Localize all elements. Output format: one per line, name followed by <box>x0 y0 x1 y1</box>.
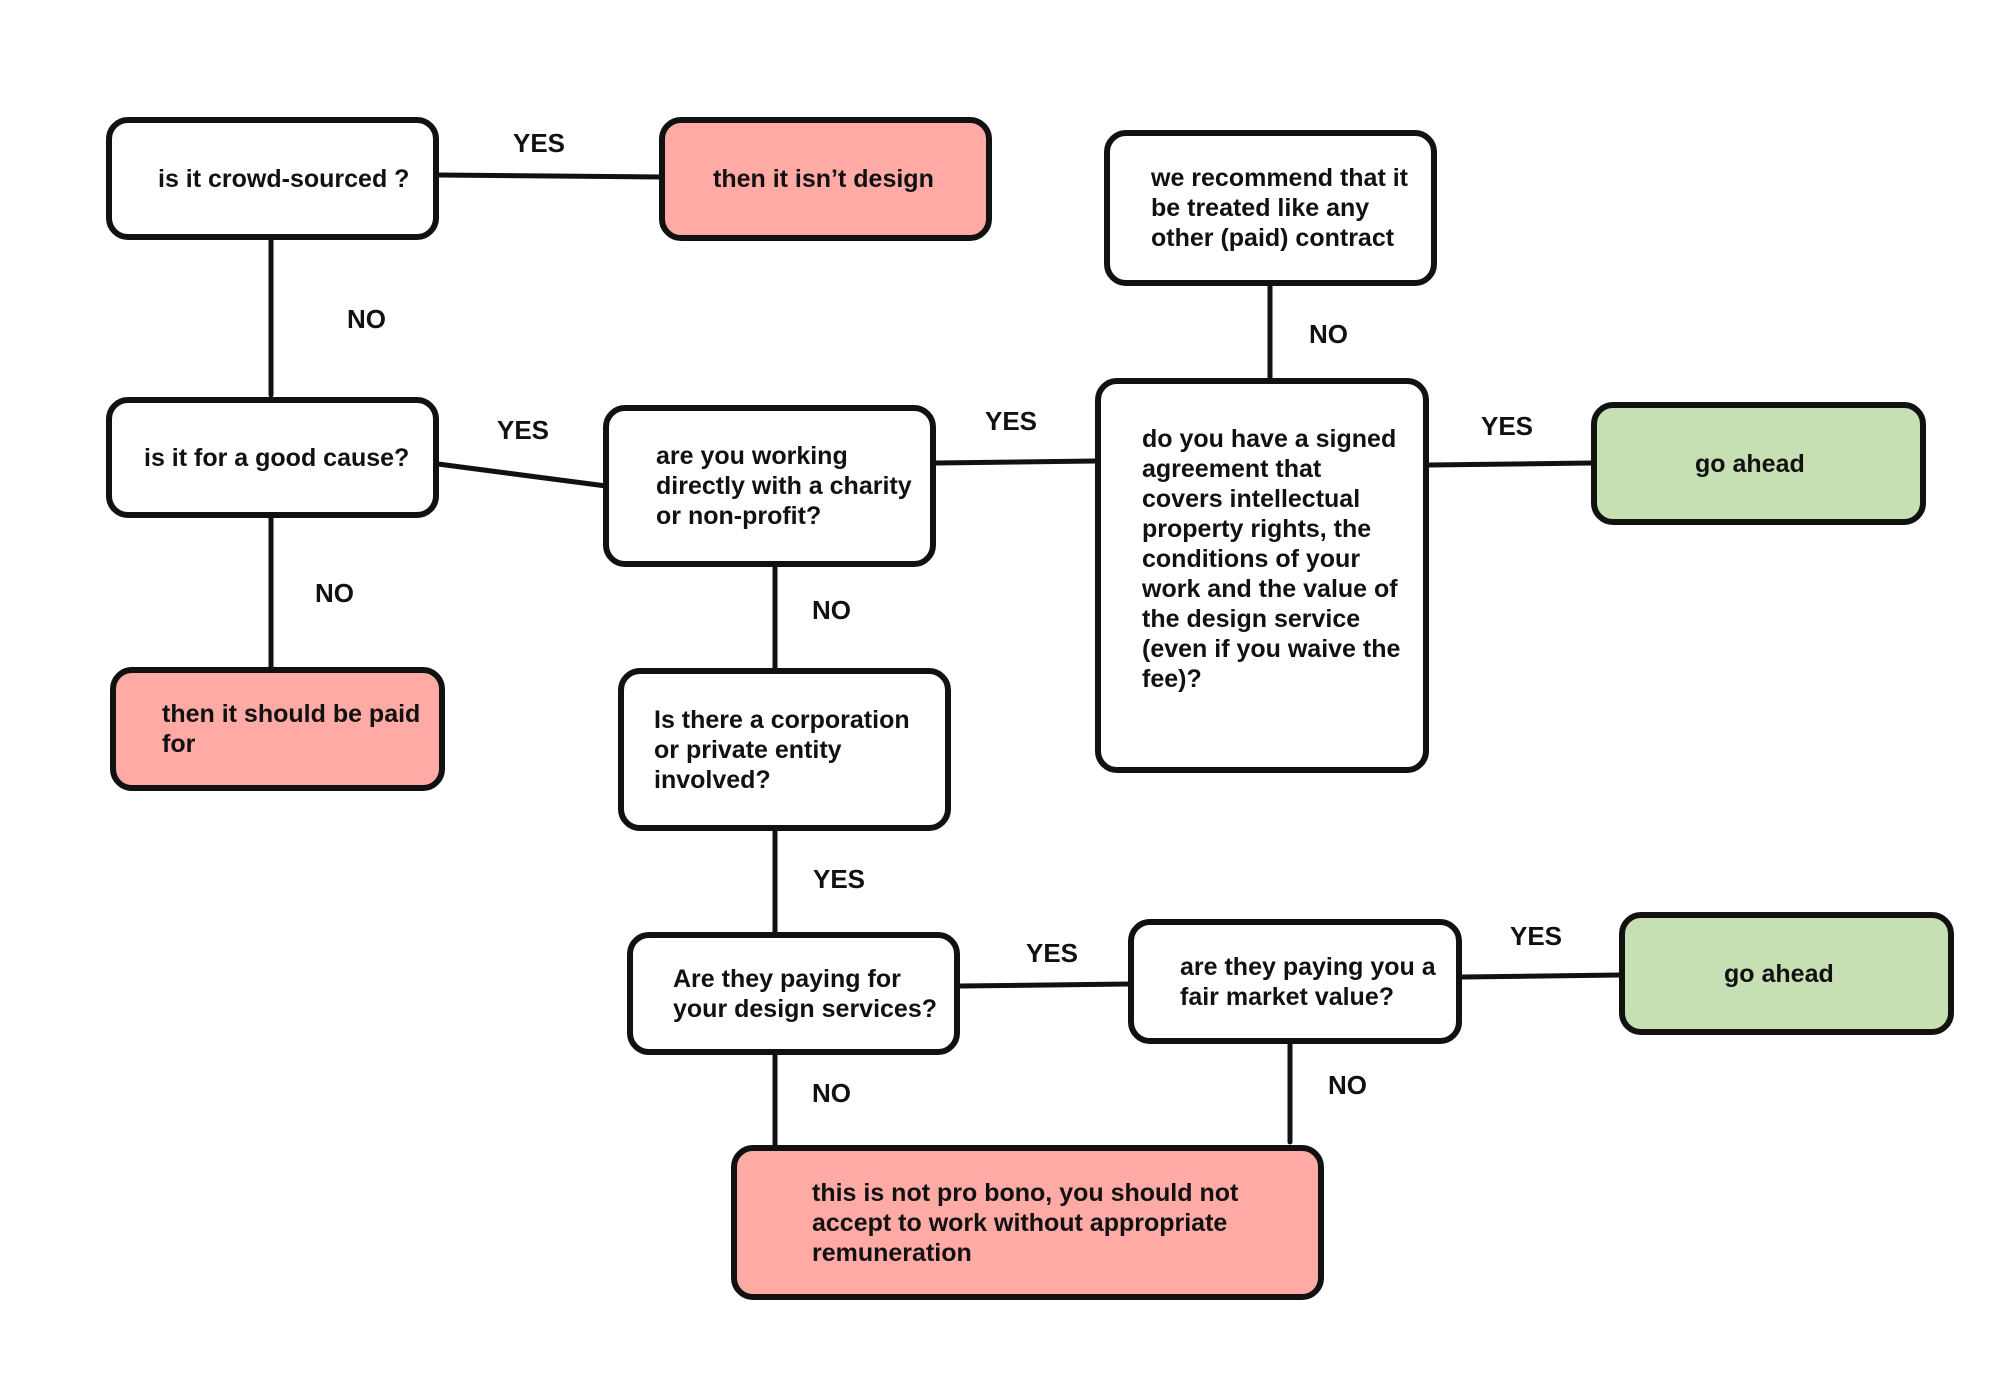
label-paying-no: NO <box>812 1078 851 1108</box>
label-corp-yes: YES <box>813 864 866 894</box>
node-agreement: do you have a signed agreement that cove… <box>1095 378 1429 773</box>
label-cause-yes: YES <box>497 415 550 445</box>
node-recommend-text: we recommend that it be treated like any… <box>1151 164 1408 252</box>
edge-crowd-yes <box>435 172 665 180</box>
node-good-cause-text: is it for a good cause? <box>144 443 410 472</box>
node-corporation: Is there a corporation or private entity… <box>618 668 951 831</box>
label-paying-yes: YES <box>1026 938 1079 968</box>
node-good-cause: is it for a good cause? <box>106 397 439 518</box>
node-fair-value: are they paying you a fair market value? <box>1128 919 1462 1044</box>
label-fair-no: NO <box>1328 1070 1367 1100</box>
node-agreement-text: do you have a signed agreement that cove… <box>1142 425 1401 693</box>
edge-paying-yes <box>957 981 1133 989</box>
node-paid-for-text: then it should be paid for <box>162 700 421 758</box>
edge-charity-yes <box>933 458 1100 466</box>
node-paying: Are they paying for your design services… <box>627 932 960 1055</box>
edge-agreement-yes <box>1426 460 1594 468</box>
label-fair-yes: YES <box>1510 921 1563 951</box>
node-crowd-sourced-text: is it crowd-sourced ? <box>158 164 410 193</box>
node-corporation-text: Is there a corporation or private entity… <box>654 705 910 794</box>
node-go-ahead-top-text: go ahead <box>1695 449 1805 478</box>
edge-fair-yes <box>1459 972 1623 980</box>
node-fair-value-text: are they paying you a fair market value? <box>1180 952 1436 1011</box>
label-crowd-yes: YES <box>513 128 566 158</box>
node-paying-text: Are they paying for your design services… <box>673 964 938 1023</box>
label-agreement-no: NO <box>1309 319 1348 349</box>
node-charity-text: are you working directly with a charity … <box>656 442 912 530</box>
node-not-design-text: then it isn’t design <box>713 165 934 193</box>
label-crowd-no: NO <box>347 304 386 334</box>
node-go-ahead-bottom: go ahead <box>1619 912 1954 1035</box>
node-crowd-sourced: is it crowd-sourced ? <box>106 117 439 240</box>
label-agreement-yes: YES <box>1481 411 1534 441</box>
label-charity-no: NO <box>812 595 851 625</box>
edge-cause-yes <box>435 461 609 489</box>
node-go-ahead-bottom-text: go ahead <box>1724 959 1834 988</box>
label-charity-yes: YES <box>985 406 1038 436</box>
node-charity: are you working directly with a charity … <box>603 405 936 567</box>
node-not-pro-bono-text: this is not pro bono, you should not acc… <box>812 1178 1239 1267</box>
node-not-design: then it isn’t design <box>659 117 992 241</box>
node-go-ahead-top: go ahead <box>1591 402 1926 525</box>
node-recommend: we recommend that it be treated like any… <box>1104 130 1437 286</box>
node-not-pro-bono: this is not pro bono, you should not acc… <box>731 1145 1324 1300</box>
node-paid-for: then it should be paid for <box>110 667 445 791</box>
label-cause-no: NO <box>315 578 354 608</box>
